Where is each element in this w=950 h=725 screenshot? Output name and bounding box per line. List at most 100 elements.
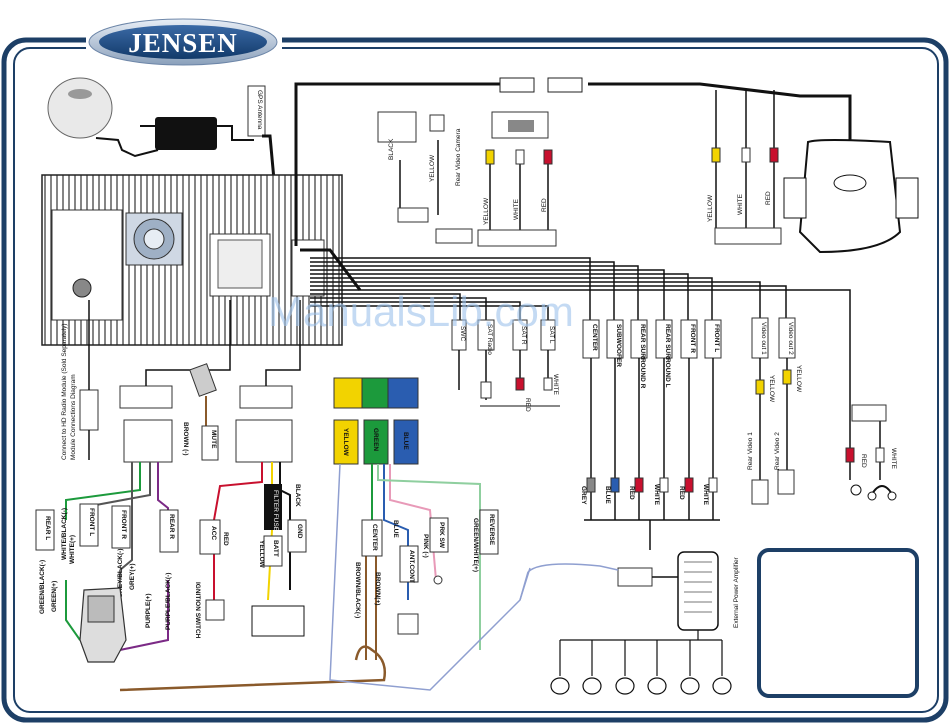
iso-color-blocks: YELLOW GREEN BLUE [333,377,419,465]
rca-set-left: YELLOW WHITE RED [477,149,557,247]
park-switch-icon [433,575,443,585]
front-l-tag: FRONT L [713,324,720,352]
watermark-text: ManualsLib.com [268,288,574,335]
rca-white-label: WHITE [513,198,520,220]
batt-tag: BATT [272,540,279,557]
rear-video-1-icon [751,479,769,505]
iso-connectors [119,300,301,463]
grey-label: GREY(+) [129,563,136,590]
rca-right-white-label: WHITE [737,193,744,215]
camera-monitor-icon [377,111,417,143]
rca-red-label: RED [541,198,548,212]
camera-icon [429,114,445,132]
blue-label: BLUE [392,520,399,538]
external-amplifier-icon [677,551,719,631]
power-harness: MUTE BROWN (-) ACC RED FILTER FUSE 15A B… [182,363,307,639]
front-r-tag-left: FRONT R [120,510,127,539]
sat-connector-tags: SWC SAT Radio SAT R SAT L RED WHITE [451,319,560,412]
outer-frame [1,37,949,723]
purple-label: PURPLE(+) [145,594,152,629]
black-wire-label: BLACK [294,484,301,507]
rear-video-camera-label: Rear Video Camera [455,128,462,186]
front-r-tag: FRONT R [689,324,696,353]
acc-tag: ACC [210,526,217,540]
pre-out-color-1: GREY [580,486,587,505]
pre-out-color-3: RED [628,486,635,500]
reverse-tag: REVERSE [488,514,495,546]
brown-black-label: BROWN/BLACK(-) [354,562,361,618]
antenna-icon [397,613,419,635]
rca-set-right: YELLOW WHITE RED [707,90,782,245]
sat-white-label: WHITE [552,374,559,396]
subwoofer-tag: SUBWOOFER [615,324,622,367]
iso-yellow-label: YELLOW [342,428,349,457]
car-seat-icon [79,587,127,663]
gps-antenna-connector [247,85,266,137]
ignition-label: IGNITION SWITCH [194,582,201,639]
pre-out-plugs: GREY BLUE RED WHITE RED WHITE [580,477,718,506]
video-yellow-2: YELLOW [795,365,802,393]
jensen-logo: JENSEN [86,18,282,66]
note-box [757,548,919,698]
pre-out-color-6: WHITE [702,484,709,506]
gps-antenna-icon [47,77,113,139]
rear-l-tag: REAR L [44,516,51,540]
left-harness-tags: REAR L FRONT L FRONT R REAR R GREEN/BLAC… [35,503,179,630]
headphones-icon [850,484,897,501]
rear-video-1-label: Rear Video 1 [747,432,754,470]
rear-surround-r-tag: REAR SURROUND R [639,324,646,389]
purple-black-label: PURPLE/BLACK(-) [165,573,172,630]
battery-icon [251,605,305,637]
head-unit [41,174,343,346]
yellow-wire-label: YELLOW [258,540,265,569]
white-label: WHITE(+) [69,535,76,564]
red-label: RED [222,532,229,546]
sat-l-tag: SAT L [548,326,555,344]
front-l-tag-left: FRONT L [88,508,95,536]
brown-label: BROWN (-) [182,422,189,456]
speaker-row [550,630,732,695]
mute-tag: MUTE [210,430,217,449]
green-label: GREEN(+) [51,581,58,612]
green-black-label: GREEN/BLACK(-) [39,560,46,614]
ext-amp-label: External Power Amplifier [733,556,740,628]
rca-yellow-label: YELLOW [483,197,490,225]
pre-out-color-5: RED [678,486,685,500]
center-tag-harness: CENTER [371,524,378,551]
white-black-label: WHITE/BLACK(-) [61,508,68,560]
brown-plus-label: BROWN(+) [374,572,381,605]
sat-radio-tag: SAT Radio [486,324,493,355]
green-white-label: GREEN/WHITE(+) [472,518,479,572]
prk-sw-tag: PRK SW [438,522,445,549]
side-note: Connect to HD Radio Module (Sold Separat… [61,323,77,460]
video-yellow-1: YELLOW [768,375,775,403]
video-out-2-tag: Video out 2 [787,322,794,355]
monitor-device-icon [783,139,919,254]
ant-cont-tag: ANT.CONT [408,550,415,583]
rear-surround-l-tag: REAR SURROUND L [664,324,671,388]
pre-out-color-4: WHITE [653,484,660,506]
pre-out-color-2: BLUE [604,486,611,504]
brand-name: JENSEN [128,28,238,58]
headphone-red-label: RED [860,454,867,468]
pre-out-wire-bundle [300,248,851,420]
video-out-1-tag: Video out 1 [760,322,767,355]
yellow-label: YELLOW [429,154,436,182]
swc-tag: SWC [459,326,466,341]
gnd-tag: GND [296,524,303,539]
center-tag: CENTER [591,324,598,351]
rca-right-yellow-label: YELLOW [707,194,714,222]
headphone-white-label: WHITE [890,448,897,470]
gps-antenna-label: GPS Antenna [256,90,263,130]
sat-r-tag: SAT R [520,326,527,345]
fuse-label: FILTER FUSE 15A [272,490,279,545]
grey-black-label: GREY/BLACK(-) [117,549,124,598]
rca-right-red-label: RED [765,191,772,205]
right-harness-tags: CENTER BROWN/BLACK(-) BROWN(+) BLUE ANT.… [354,509,499,635]
rear-video-2-label: Rear Video 2 [774,432,781,470]
video-cable-connector [499,77,583,93]
iso-green-label: GREEN [372,428,379,451]
rear-video-2-icon [777,469,795,495]
rear-r-tag: REAR R [168,514,175,539]
